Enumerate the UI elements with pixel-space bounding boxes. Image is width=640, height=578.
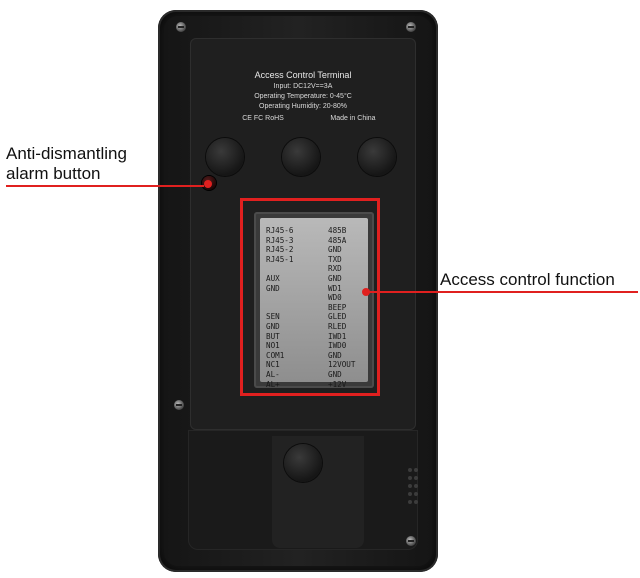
label-temperature: Operating Temperature: 0-45°C	[254, 93, 352, 100]
terminal-pin-label: BUT	[266, 331, 280, 341]
screw-icon	[406, 536, 416, 546]
terminal-pin-label: BEEP	[328, 302, 347, 312]
terminal-pin-label: NC1	[266, 360, 280, 370]
speaker-vent	[414, 476, 418, 480]
speaker-vent	[414, 492, 418, 496]
label-humidity: Operating Humidity: 20-80%	[259, 103, 347, 110]
speaker-vent	[408, 500, 412, 504]
terminal-pin-label: RJ45-3	[266, 235, 294, 245]
terminal-pin-label: +12V	[328, 379, 347, 389]
terminal-pin-label: WD1	[328, 283, 342, 293]
terminal-pin-label: GND	[266, 283, 280, 293]
terminal-pin-label: IWD1	[328, 331, 347, 341]
mount-knob-center	[282, 138, 320, 176]
terminal-pin-label: AL+	[266, 379, 280, 389]
label-certs: CE FC RoHS	[242, 115, 284, 122]
label-input: Input: DC12V==3A	[273, 83, 333, 90]
terminal-pin-label: 485A	[328, 235, 347, 245]
speaker-vent	[408, 484, 412, 488]
terminal-pin-label: RJ45-6	[266, 226, 294, 235]
access-function-highlight	[240, 198, 380, 396]
label-made-in: Made in China	[330, 115, 376, 122]
alarm-callout-line2: alarm button	[6, 164, 101, 183]
terminal-pin-label: 12VOUT	[328, 360, 356, 370]
terminal-pin-label: RLED	[328, 321, 347, 331]
label-title: Access Control Terminal	[254, 70, 352, 80]
mount-knob-bottom	[284, 444, 322, 482]
terminal-pin-label: RJ45-1	[266, 254, 294, 264]
screw-icon	[174, 400, 184, 410]
terminal-pin-label: AUX	[266, 273, 280, 283]
screw-icon	[176, 22, 186, 32]
terminal-pin-label: TXD	[328, 254, 342, 264]
terminal-pin-label: GND	[328, 245, 342, 255]
lower-housing	[188, 430, 418, 550]
terminal-pin-label: GND	[328, 350, 342, 360]
alarm-button-callout: Anti-dismantling alarm button	[6, 144, 127, 184]
speaker-vent	[414, 500, 418, 504]
terminal-pin-label: GND	[328, 369, 342, 379]
terminal-pin-label: RXD	[328, 264, 342, 274]
terminal-pin-label: GLED	[328, 312, 347, 322]
terminal-pin-label: SEN	[266, 312, 280, 322]
speaker-vent	[408, 468, 412, 472]
screw-icon	[406, 22, 416, 32]
alarm-callout-line1: Anti-dismantling	[6, 144, 127, 163]
anti-dismantling-alarm-button	[202, 176, 216, 190]
speaker-vent	[414, 484, 418, 488]
terminal-pin-label: COM1	[266, 350, 285, 360]
speaker-vent	[408, 492, 412, 496]
mount-knob-left	[206, 138, 244, 176]
speaker-vent	[414, 468, 418, 472]
access-function-callout: Access control function	[440, 270, 615, 289]
speaker-vent	[408, 476, 412, 480]
terminal-pin-label: GND	[328, 273, 342, 283]
terminal-pin-label: AL-	[266, 369, 280, 379]
terminal-pin-label: RJ45-2	[266, 245, 294, 255]
terminal-pin-label: 485B	[328, 226, 347, 235]
terminal-pin-label: GND	[266, 321, 280, 331]
terminal-pin-label: NO1	[266, 341, 280, 351]
terminal-pin-label: IWD0	[328, 341, 347, 351]
mount-knob-right	[358, 138, 396, 176]
terminal-pin-label: WD0	[328, 293, 342, 303]
